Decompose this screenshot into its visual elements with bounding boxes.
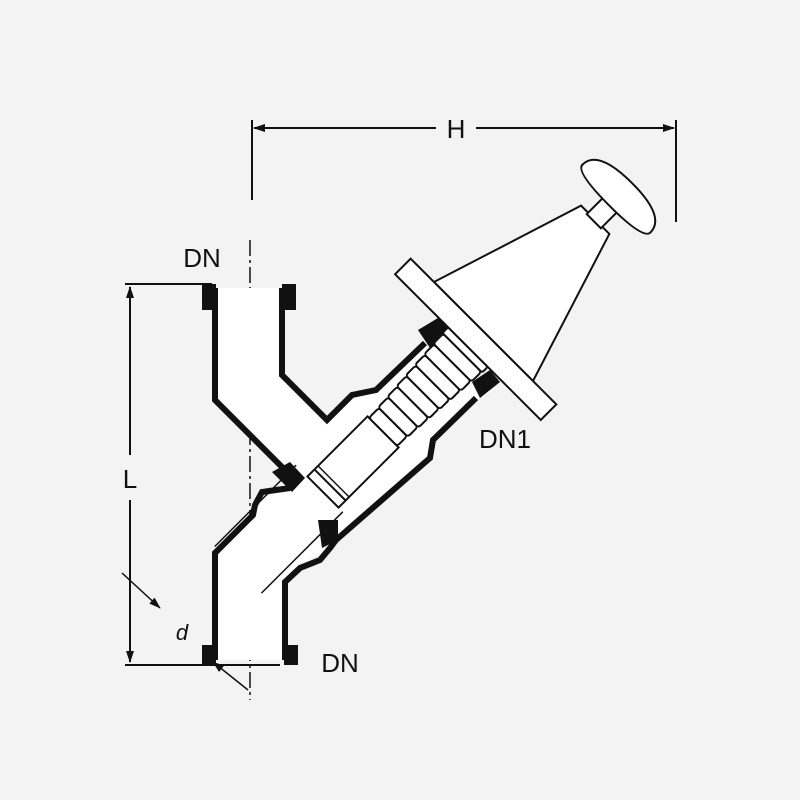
diameter-dimension — [121, 572, 249, 691]
bottom-port-label: DN — [321, 648, 359, 678]
flange-blocks — [202, 284, 500, 665]
bellows — [369, 327, 488, 446]
height-dimension — [251, 120, 677, 222]
branch-port-label: DN1 — [479, 424, 531, 454]
spindle-assembly — [214, 158, 657, 594]
valve-body — [212, 288, 479, 660]
length-label: L — [123, 464, 137, 494]
diameter-label: d — [176, 620, 189, 645]
height-label: H — [447, 114, 466, 144]
handwheel-knob — [580, 158, 657, 235]
top-port-label: DN — [183, 243, 221, 273]
bonnet-flange — [393, 257, 558, 422]
